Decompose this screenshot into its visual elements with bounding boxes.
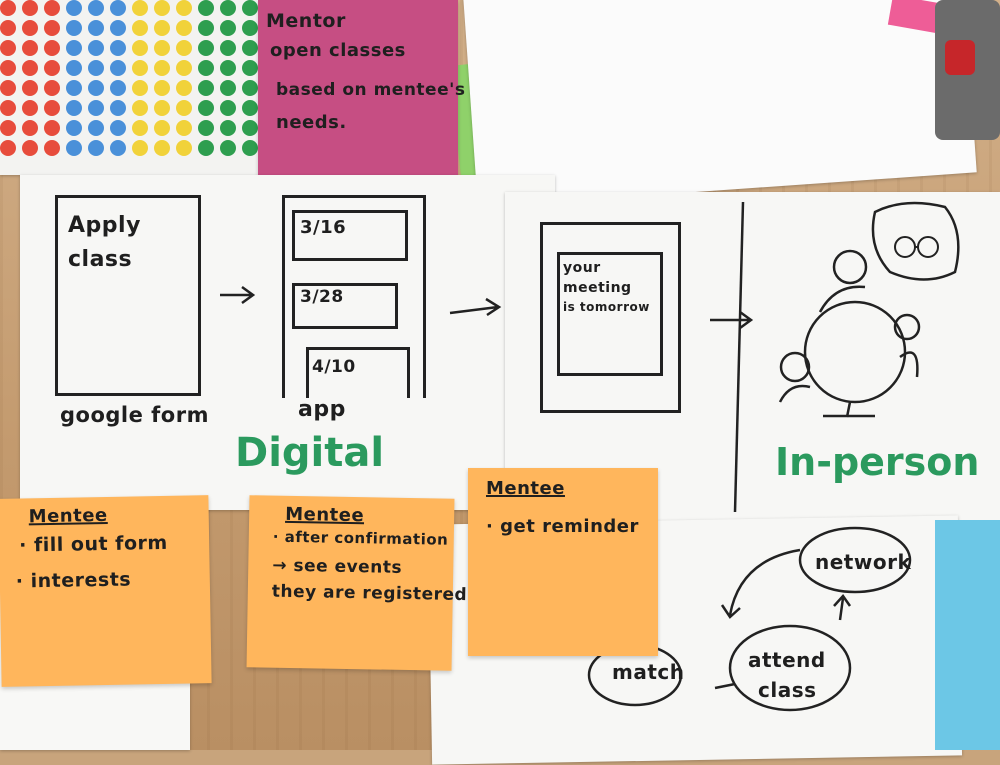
mentee-3-heading: Mentee [486, 478, 565, 499]
cycle-node-attend: attend [748, 648, 826, 672]
mentor-heading: Mentor [266, 10, 346, 32]
dot-stickers-icon [0, 0, 258, 156]
reminder-line-2: meeting [563, 280, 632, 296]
mentee-1-line-1: · fill out form [19, 531, 168, 557]
app-event-card-1 [292, 210, 408, 261]
reminder-phone-sketch [540, 222, 681, 413]
google-form-sketch [55, 195, 201, 396]
mentee-2-line-1: · after confirmation [272, 527, 449, 549]
mentee-sticky-note-3: Mentee · get reminder [468, 468, 658, 656]
form-text-apply: Apply [68, 213, 141, 238]
form-caption: google form [60, 403, 209, 427]
arrow-icon [220, 285, 502, 317]
app-date-3: 4/10 [312, 357, 356, 377]
in-person-label: In-person [775, 440, 980, 484]
mentee-1-line-2: · interests [15, 568, 132, 593]
app-event-card-3 [306, 347, 410, 398]
reminder-line-3: is tomorrow [563, 300, 650, 314]
mentor-line-3: needs. [276, 112, 347, 133]
app-date-1: 3/16 [300, 217, 347, 238]
mentee-2-heading: Mentee [285, 503, 365, 527]
mentee-2-line-2: → see events [272, 555, 403, 578]
in-person-sketch-paper: your meeting is tomorrow In-person [505, 192, 1000, 527]
digital-label: Digital [235, 430, 385, 476]
mentee-3-line-1: · get reminder [486, 516, 639, 537]
mentor-sticky-note: Mentor open classes based on mentee's ne… [258, 0, 465, 198]
app-event-card-2 [292, 283, 398, 329]
red-toy-part [945, 40, 975, 75]
app-date-2: 3/28 [300, 287, 344, 307]
reminder-notification-sketch [557, 252, 663, 376]
app-sketch [282, 195, 426, 398]
reminder-line-1: your [563, 260, 601, 276]
mentor-line-2: based on mentee's [276, 80, 466, 100]
cycle-node-class: class [758, 678, 817, 702]
form-text-class: class [68, 247, 133, 272]
mentee-1-heading: Mentee [28, 504, 108, 528]
cycle-node-network: network [815, 550, 912, 574]
blue-sticky-note [935, 520, 1000, 750]
mentee-sticky-note-1: Mentee · fill out form · interests [0, 495, 212, 687]
digital-sketch-paper: Apply class google form 3/16 3/28 4/10 a… [20, 175, 555, 510]
app-caption: app [298, 397, 346, 422]
dot-sticker-sheet [0, 0, 275, 175]
mentor-line-1: open classes [270, 40, 406, 61]
cycle-node-match: match [612, 660, 685, 684]
meeting-table-icon [710, 201, 960, 513]
mentee-sticky-note-2: Mentee · after confirmation → see events… [246, 495, 467, 671]
mentee-2-line-3: they are registered [271, 581, 468, 606]
